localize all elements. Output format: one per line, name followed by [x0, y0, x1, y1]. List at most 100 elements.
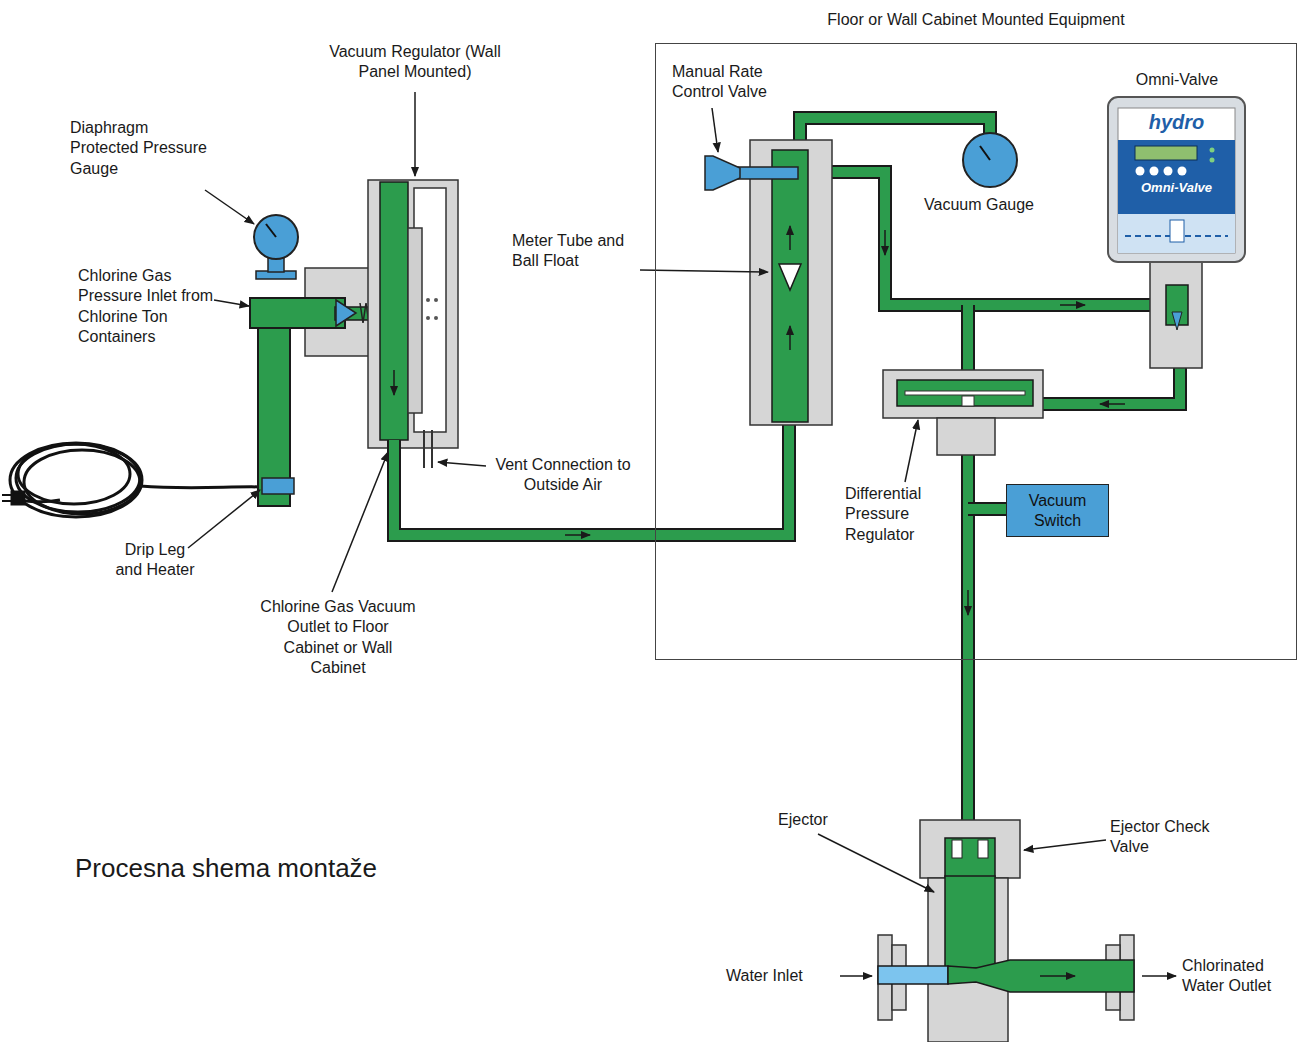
part-label: Water Inlet — [726, 966, 836, 986]
part-label: Diaphragm Protected Pressure Gauge — [70, 118, 220, 179]
part-label: Chlorine Gas Vacuum Outlet to Floor Cabi… — [258, 597, 418, 679]
box-label: Vacuum Switch — [1014, 491, 1101, 531]
omni-valve-controller-part — [1150, 167, 1159, 176]
part-label: Vacuum Gauge — [924, 195, 1064, 215]
vacuum-regulator-part — [380, 182, 408, 440]
vacuum-regulator-part — [368, 180, 458, 448]
leader-line-part — [188, 490, 260, 548]
meter-tube-part — [779, 264, 801, 290]
gas-piping-part — [394, 424, 789, 535]
leader-line-part — [712, 108, 718, 152]
ejector-assembly-part — [948, 960, 1134, 992]
flow-arrow-part — [565, 534, 590, 536]
power-cord-part — [24, 450, 140, 514]
vacuum-regulator — [368, 180, 458, 468]
gas-piping-part — [968, 502, 1006, 516]
ejector-assembly-part — [945, 876, 995, 968]
caption: Procesna shema montaže — [75, 852, 377, 885]
meter-tube-part — [772, 150, 808, 422]
meter-tube — [705, 140, 832, 425]
part-label: Vent Connection to Outside Air — [488, 455, 638, 496]
ejector-assembly-part — [920, 820, 1020, 878]
device-name: Omni-Valve — [1118, 180, 1235, 196]
ejector-assembly-part — [1040, 975, 1075, 977]
chlorine-inlet-header — [250, 268, 385, 506]
pressure-gauge-part — [254, 215, 298, 259]
gas-piping-part — [961, 416, 975, 822]
leader-line — [188, 92, 1176, 976]
omni-valve-controller-part — [1136, 167, 1145, 176]
part-label: Chlorine Gas Pressure Inlet from Chlorin… — [78, 266, 214, 348]
meter-tube-part — [736, 167, 798, 179]
part-label: Differential Pressure Regulator — [845, 484, 945, 545]
flow-arrow-part — [884, 230, 886, 255]
flow-arrow — [565, 230, 1125, 615]
power-cord — [2, 443, 262, 517]
flow-arrow-part — [1060, 304, 1085, 306]
omni-valve-controller-part — [1150, 262, 1202, 368]
switch-box: Vacuum Switch — [1006, 484, 1109, 537]
gas-piping-part — [968, 504, 1006, 514]
leader-line-part — [818, 834, 934, 892]
leader-line-part — [640, 270, 768, 272]
vacuum-regulator-part — [426, 298, 430, 302]
chlorine-inlet-header-part — [250, 298, 345, 328]
vacuum-regulator-part — [434, 316, 438, 320]
differential-pressure-regulator-part — [962, 396, 974, 406]
leader-line-part — [214, 300, 249, 306]
vacuum-gauge — [963, 133, 1017, 187]
gas-piping-part — [963, 416, 973, 822]
omni-valve-controller-part — [1210, 148, 1215, 153]
flow-arrow-part — [1100, 403, 1125, 405]
chlorine-inlet-header-part — [258, 298, 290, 506]
omni-valve-controller-part — [1164, 167, 1173, 176]
leader-line-part — [840, 975, 872, 977]
differential-pressure-regulator-part — [905, 391, 1025, 395]
power-cord-part — [10, 443, 142, 517]
omni-valve-controller-part — [1172, 312, 1182, 330]
omni-valve-controller-part — [1118, 214, 1235, 253]
leader-line-part — [905, 420, 918, 482]
power-cord-part — [18, 444, 130, 504]
omni-valve-controller-part — [1108, 97, 1245, 262]
gas-piping-part — [963, 305, 973, 372]
pressure-gauge-part — [266, 224, 276, 237]
ejector-assembly — [878, 820, 1134, 1042]
meter-tube-part — [789, 226, 791, 250]
vacuum-gauge-part — [963, 133, 1017, 187]
part-label: Omni-Valve — [1122, 70, 1232, 90]
power-cord-part — [140, 486, 262, 488]
leader-line-part — [1024, 840, 1106, 850]
differential-pressure-regulator-part — [883, 370, 1043, 418]
cabinet-heading: Floor or Wall Cabinet Mounted Equipment — [656, 10, 1296, 30]
vacuum-gauge-part — [980, 146, 990, 160]
leader-line-part — [438, 462, 486, 466]
differential-pressure-regulator-part — [897, 380, 1033, 406]
part-label: Ejector Check Valve — [1110, 817, 1220, 858]
meter-tube-part — [705, 156, 740, 190]
vacuum-regulator-part — [424, 430, 432, 468]
vacuum-regulator-part — [426, 316, 430, 320]
flow-arrow-part — [967, 590, 969, 615]
ejector-assembly-part — [978, 840, 988, 858]
part-label: Drip Leg and Heater — [110, 540, 200, 581]
omni-valve-controller-part — [1118, 140, 1235, 214]
brand-logo: hydro — [1118, 110, 1235, 134]
leader-line-part — [332, 452, 388, 592]
vacuum-regulator-part — [434, 298, 438, 302]
gas-piping-part — [1034, 366, 1180, 404]
omni-valve-controller-part — [1118, 108, 1235, 253]
ejector-assembly-part — [878, 966, 948, 984]
meter-tube-part — [750, 140, 832, 425]
pressure-gauge — [254, 215, 298, 279]
part-label: Ejector — [778, 810, 858, 830]
omni-valve-controller — [1108, 97, 1245, 368]
vacuum-regulator-part — [393, 370, 395, 395]
power-cord-part — [2, 495, 12, 501]
part-label: Vacuum Regulator (Wall Panel Mounted) — [322, 42, 508, 83]
chlorine-inlet-header-part — [262, 478, 294, 494]
power-cord-part — [12, 492, 24, 504]
gas-piping-part — [1034, 366, 1180, 404]
omni-valve-controller-part — [1170, 220, 1184, 242]
